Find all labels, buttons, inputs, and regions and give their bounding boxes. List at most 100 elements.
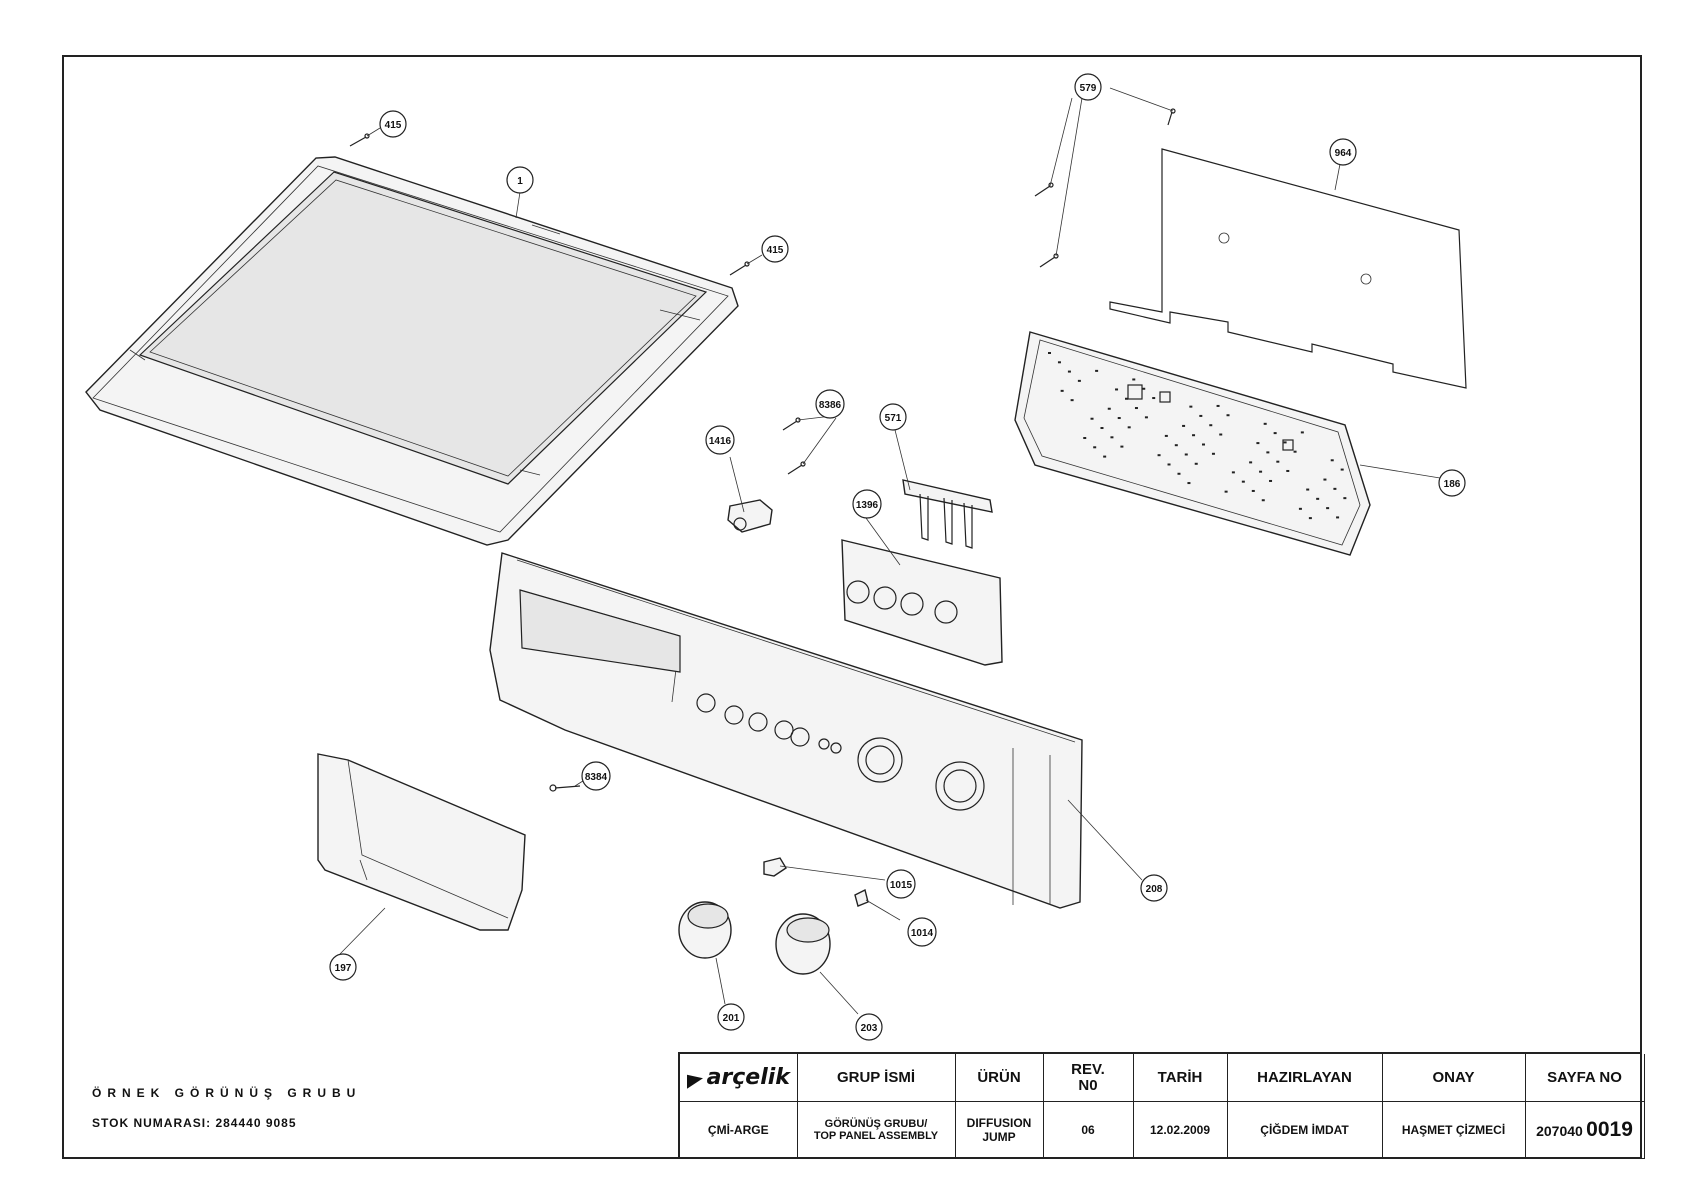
value-sheet-prefix: 207040 [1536, 1123, 1583, 1139]
pcb-component [1164, 434, 1168, 437]
screw-579-c [1167, 108, 1176, 126]
callout-203: 203 [855, 1013, 883, 1041]
panel-button-hole [790, 727, 810, 747]
pcb-component [1330, 459, 1334, 462]
pcb-component [1306, 488, 1310, 491]
pcb-component [1293, 450, 1297, 453]
brand-logo-cell: arçelik [680, 1054, 798, 1102]
part-186-pcb [1014, 331, 1371, 556]
pcb-component [1110, 436, 1114, 439]
callout-8386: 8386 [815, 389, 845, 419]
callout-1014: 1014 [907, 917, 937, 947]
pcb-component [1134, 407, 1138, 410]
pcb-component [1157, 454, 1161, 457]
callout-1: 1 [506, 166, 534, 194]
switch-seat [873, 586, 897, 610]
header-sheet: SAYFA NO [1525, 1054, 1645, 1102]
part-203-knob [775, 913, 831, 975]
callout-208: 208 [1140, 874, 1168, 902]
pcb-component [1219, 433, 1223, 436]
header-date: TARİH [1133, 1054, 1228, 1102]
pcb-component [1336, 516, 1340, 519]
header-group: GRUP İSMİ [797, 1054, 956, 1102]
screw-8386-b [787, 461, 806, 475]
svg-text:1: 1 [517, 176, 523, 187]
pcb-component [1249, 461, 1253, 464]
pcb-component [1182, 424, 1186, 427]
pcb-component [1174, 444, 1178, 447]
value-date: 12.02.2009 [1133, 1101, 1228, 1159]
pcb-component [1261, 499, 1265, 502]
pcb-component [1090, 417, 1094, 420]
arcelik-logo-icon [686, 1071, 703, 1089]
svg-text:1396: 1396 [856, 500, 879, 511]
pcb-component [1125, 397, 1128, 400]
callout-415-a: 415 [379, 110, 407, 138]
callout-415-b: 415 [761, 235, 789, 263]
svg-text:208: 208 [1146, 884, 1163, 895]
pcb-component [1100, 427, 1104, 430]
part-1396-switch-holder [841, 539, 1003, 666]
callout-1396: 1396 [852, 489, 882, 519]
pcb-component [1070, 399, 1074, 402]
pcb-component [1057, 361, 1061, 364]
pcb-component [1077, 379, 1081, 382]
pcb-component [1132, 378, 1136, 381]
svg-text:8386: 8386 [819, 400, 842, 411]
pcb-component [1273, 432, 1277, 435]
part-1416-valve [727, 499, 773, 533]
switch-seat [846, 580, 870, 604]
callout-8384: 8384 [581, 761, 611, 791]
svg-text:579: 579 [1080, 83, 1097, 94]
value-sheet-number: 0019 [1586, 1118, 1633, 1141]
pcb-component [1259, 470, 1263, 473]
svg-text:203: 203 [861, 1023, 878, 1034]
pcb-component [1067, 370, 1071, 373]
pcb-component [1187, 482, 1191, 485]
pcb-component [1152, 397, 1156, 400]
callout-1416: 1416 [705, 425, 735, 455]
value-prepared: ÇİĞDEM İMDAT [1227, 1101, 1383, 1159]
pcb-component [1095, 369, 1099, 372]
pcb-component [1083, 437, 1087, 440]
callout-201: 201 [717, 1003, 745, 1031]
pcb-component [1216, 404, 1220, 407]
pcb-component [1192, 434, 1196, 437]
value-product: DIFFUSION JUMP [955, 1101, 1044, 1159]
pcb-component [1316, 497, 1320, 500]
pcb-component [1298, 507, 1302, 510]
pcb-component [1251, 489, 1255, 492]
callout-579: 579 [1074, 73, 1102, 101]
svg-text:197: 197 [335, 963, 352, 974]
panel-button-hole [830, 742, 842, 754]
pcb-component [1115, 388, 1119, 391]
pcb-component [1263, 422, 1267, 425]
screw-415-b [729, 261, 750, 276]
header-rev-line2: N0 [1078, 1076, 1098, 1094]
pcb-component [1184, 453, 1188, 456]
part-1015-light-guide [763, 857, 787, 877]
part-1-top-lid [85, 156, 739, 546]
value-sheet: 207040 0019 [1525, 1101, 1645, 1159]
value-dept: ÇMİ-ARGE [680, 1101, 798, 1159]
screw-8386-a [782, 417, 801, 431]
pcb-component [1266, 451, 1270, 454]
pcb-component [1283, 441, 1287, 444]
pcb-component [1256, 442, 1260, 445]
pcb-component [1211, 452, 1215, 455]
pcb-component [1199, 414, 1203, 417]
pcb-component [1144, 416, 1148, 419]
pcb-component [1117, 417, 1121, 420]
part-197-drawer-front [317, 753, 526, 931]
panel-button-hole [818, 738, 830, 750]
svg-text:1014: 1014 [911, 928, 934, 939]
svg-text:8384: 8384 [585, 772, 608, 783]
value-rev: 06 [1043, 1101, 1134, 1159]
header-prepared: HAZIRLAYAN [1227, 1054, 1383, 1102]
pcb-component [1323, 478, 1327, 481]
value-group-line1: GÖRÜNÜŞ GRUBU/ [824, 1118, 928, 1130]
svg-text:571: 571 [885, 413, 902, 424]
switch-seat [934, 600, 958, 624]
value-group: GÖRÜNÜŞ GRUBU/ TOP PANEL ASSEMBLY [797, 1101, 956, 1159]
